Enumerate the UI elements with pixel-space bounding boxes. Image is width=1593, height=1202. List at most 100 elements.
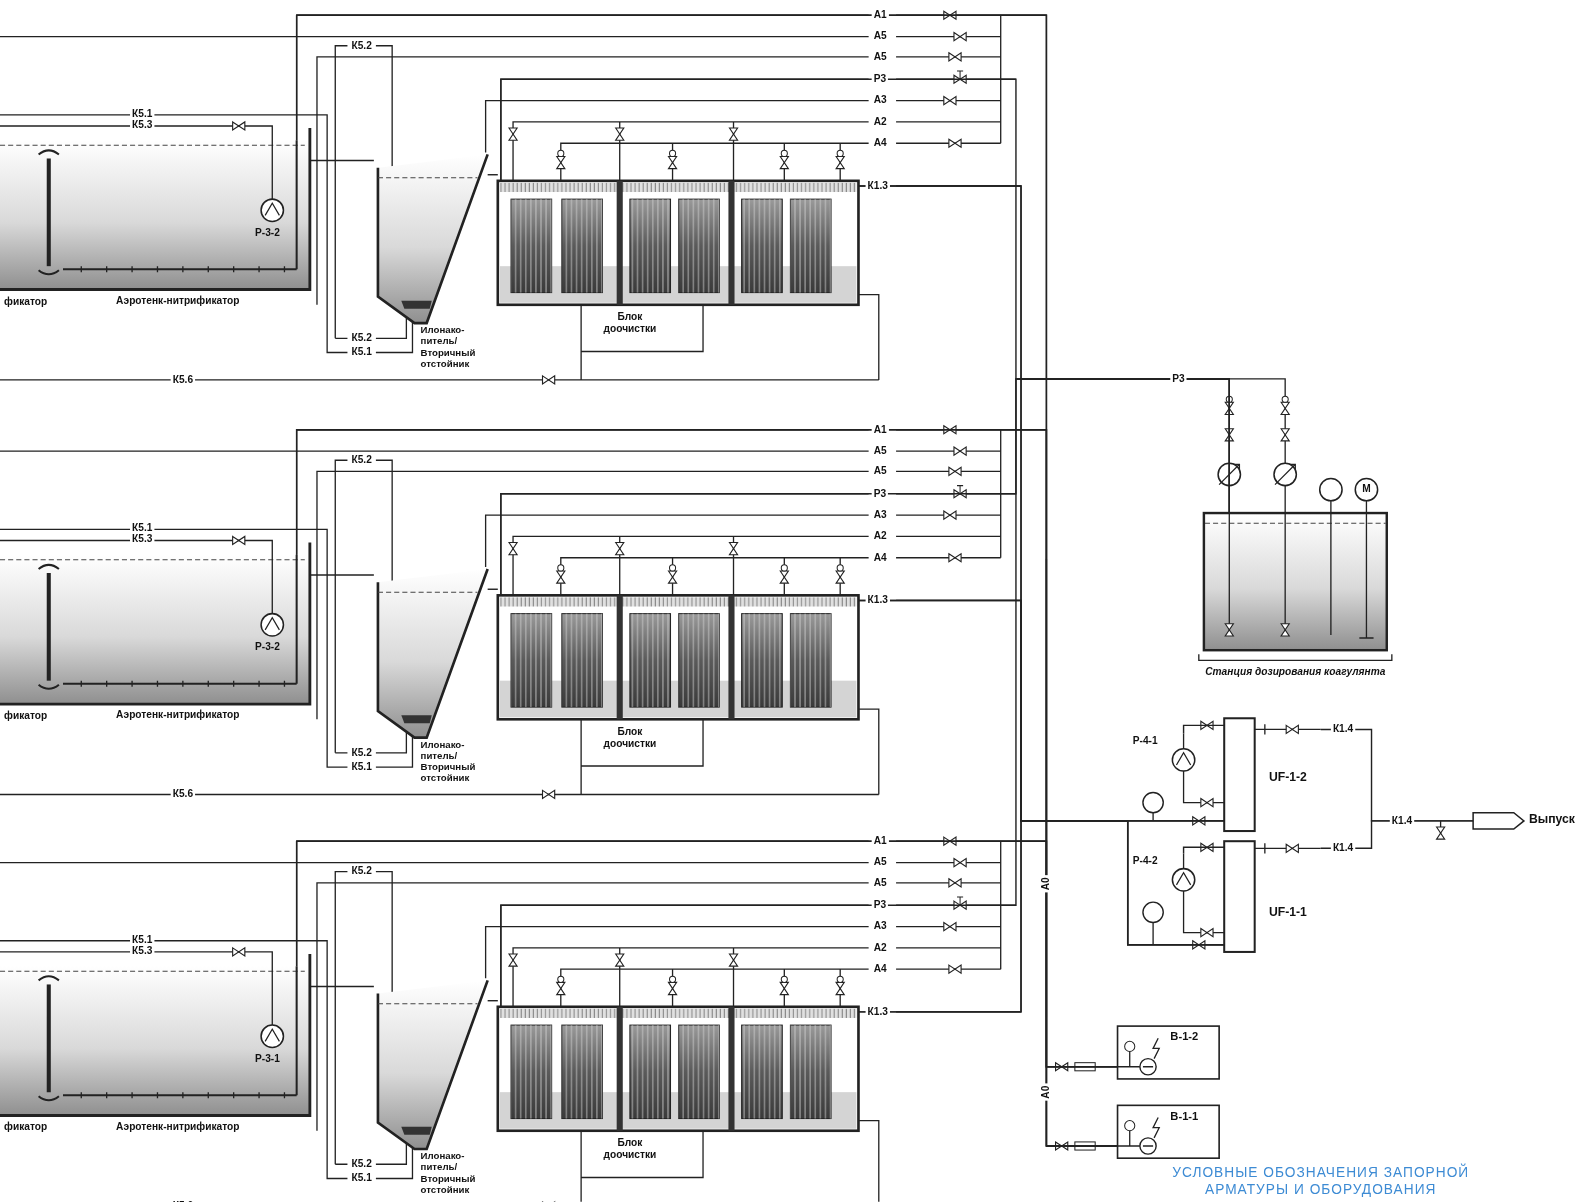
pipe-connector [1184,725,1225,733]
blower-equipment [1118,1026,1220,1079]
coagulant-dosing-equipment [1320,479,1342,501]
node-label: Выпуск [1529,813,1586,827]
recirculation-pump: Р-3-2 [249,613,293,656]
pipe-connector [488,1000,498,1001]
ultrafiltration-equipment [1152,813,1153,945]
node-label: Аэротенк-нитрификатор [102,295,254,307]
pipe-connector [858,821,1224,1012]
ultrafiltration-equipment [1286,844,1298,852]
node-label: Р-3-1 [255,1053,290,1065]
pipe-connector [858,186,1224,945]
treatment-line [0,426,1046,799]
line-code: К5.1 [130,108,154,119]
ultrafiltration-equipment [1201,929,1213,937]
blower-unit: В-1-1 [1118,1105,1220,1158]
pipe-connector [310,160,374,161]
pipe-connector [310,574,374,575]
node-label: Илонако- питель/ Вторичный отстойник [421,740,486,784]
coagulant-dosing-equipment [1204,513,1387,650]
aeration-tank: Аэротенк-нитрификаторР-3-2 [0,555,310,725]
line-code: А4 [872,138,889,149]
line-code: К5.2 [349,455,373,466]
secondary-clarifier: Илонако- питель/ Вторичный отстойник [374,150,488,371]
node-label: Блок доочистки [593,1137,666,1160]
pipe-connector [297,15,1118,1067]
line-code: К5.2 [349,40,373,51]
line-code: А0 [1041,875,1052,892]
line-code: А5 [872,857,889,868]
line-code: А3 [872,95,889,106]
ultrafiltration-equipment [1255,724,1321,853]
line-code: К5.1 [130,523,154,534]
backwash-pump: Р-4-1 [1131,734,1196,775]
blower-equipment [1046,559,1219,1158]
line-code: Р3 [872,74,888,85]
node-label: UF-1-2 [1269,771,1320,785]
coagulant-dosing-equipment [1199,654,1392,660]
node-label: Р-3-2 [255,227,290,239]
line-code: К5.2 [349,333,373,344]
pipe-connector [297,430,1118,1067]
ultrafiltration-equipment [1143,718,1524,952]
line-code: А3 [872,921,889,932]
pipe-connector [297,841,1118,1146]
aeration-tank: Аэротенк-нитрификаторР-3-1 [0,966,310,1136]
line-code: М [1360,484,1373,495]
line-code: К5.1 [349,347,373,358]
line-code: К1.4 [1331,724,1355,735]
blower-equipment [1118,1052,1140,1146]
pipe-connector [858,600,1224,820]
line-code: Р3 [872,900,888,911]
treatment-line [0,11,1046,384]
dosing-station: Станция дозирования коагулянта [1199,513,1395,683]
secondary-clarifier: Илонако- питель/ Вторичный отстойник [374,565,488,786]
pipe-connector [1184,847,1225,853]
line-code: К5.3 [130,120,154,131]
node-label: Р-4-1 [1133,735,1174,747]
line-code: К5.1 [130,934,154,945]
pipe-connector [297,15,1118,1146]
line-code: К5.6 [171,1201,195,1202]
line-code: А4 [872,552,889,563]
ultrafiltration-equipment [1201,799,1213,807]
coagulant-dosing-equipment [1281,429,1289,441]
pipe-connector [488,174,498,175]
outlet: Выпуск [1473,810,1587,832]
coagulant-dosing-equipment [1281,396,1289,414]
treatment-line [0,837,1046,1202]
line-code: А0 [1041,1084,1052,1101]
pipe-connector [297,841,1118,1067]
line-code: А3 [872,510,889,521]
line-code: А2 [872,943,889,954]
backwash-pump: Р-4-2 [1131,853,1196,894]
post-treatment-block: Блок доочистки [498,181,859,337]
node-label: В-1-2 [1170,1030,1217,1043]
line-code: К5.3 [130,946,154,957]
node-label: Р-4-2 [1133,854,1174,866]
coagulant-dosing-equipment [1331,501,1374,638]
ultrafiltration-equipment [1224,841,1254,952]
coagulant-dosing-equipment [1199,379,1392,660]
line-code: К5.2 [349,1159,373,1170]
pipe-connector [297,430,1118,1146]
line-code: А1 [872,424,889,435]
line-code: К5.3 [130,534,154,545]
coagulant-dosing-equipment [1199,379,1392,660]
line-code: К1.4 [1390,816,1414,827]
recirculation-pump: Р-3-2 [249,198,293,241]
line-code: К5.6 [171,789,195,800]
pipe-connector [501,79,1229,513]
blower-equipment [1153,1038,1159,1138]
line-code: фикатор [2,1122,49,1133]
coagulant-dosing-equipment [1225,624,1233,636]
ultrafiltration-equipment [1286,725,1298,733]
pipe-connector [858,821,1224,1012]
recirculation-pump: Р-3-1 [249,1024,293,1067]
line-code: К1.3 [866,595,890,606]
coagulant-dosing-equipment [1355,479,1377,501]
pipe-connector [1321,729,1473,820]
pipe-connector [488,589,498,590]
line-code: А5 [872,446,889,457]
